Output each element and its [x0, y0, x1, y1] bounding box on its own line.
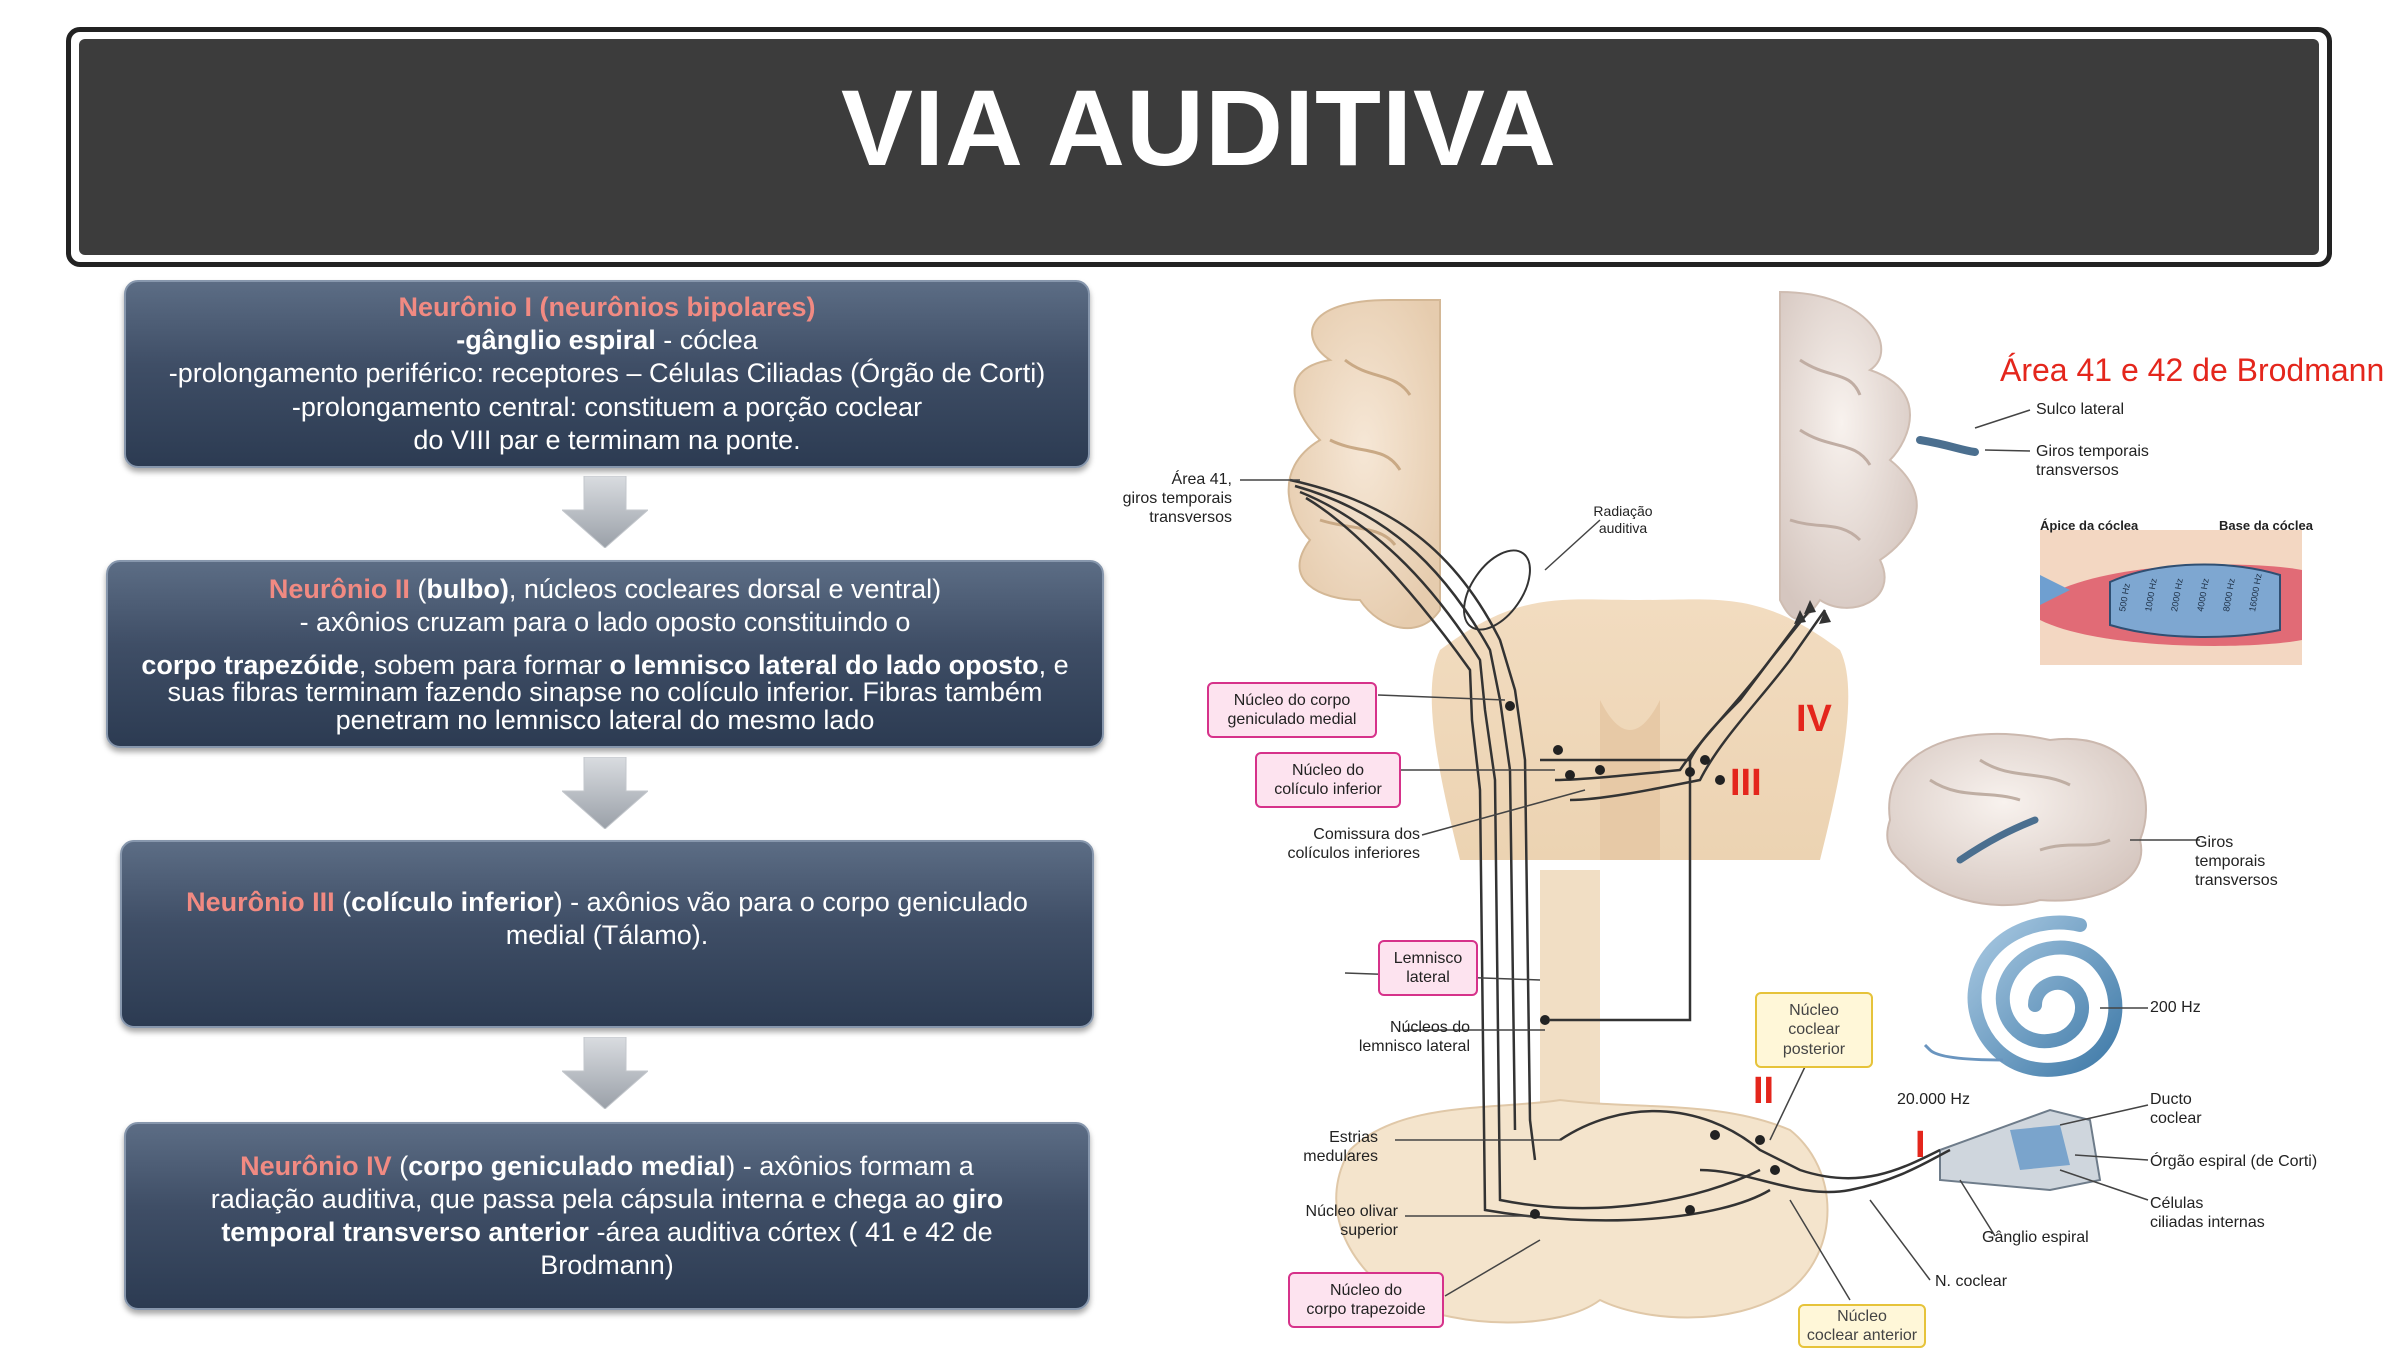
neuron-2-heading-rest: , núcleos cocleares dorsal e ventral) — [508, 574, 942, 605]
cochlea-tick-label: 500 Hz — [2117, 582, 2132, 612]
neuron-3-rest: ) - axônios vão para o corpo geniculado … — [505, 887, 1028, 951]
radiacao-label: Radiação auditiva — [1593, 503, 1653, 536]
cochlea-tick-label: 4000 Hz — [2195, 577, 2211, 612]
hz200-label: 200 Hz — [2150, 999, 2201, 1016]
estrias-label: Estrias medulares — [1303, 1129, 1378, 1166]
title-panel: VIA AUDITIVA — [79, 39, 2319, 255]
page-title: VIA AUDITIVA — [840, 66, 1557, 188]
base-label: Base da cóclea — [2219, 518, 2313, 533]
neuron-4-paren: ( — [391, 1150, 409, 1181]
giros-top-label: Giros temporais transversos — [2036, 443, 2149, 480]
anterior-box: Núcleo coclear anterior — [1798, 1304, 1926, 1348]
roman-I: I — [1915, 1124, 1926, 1166]
ascending-arrows — [1794, 600, 1831, 624]
neuron-2-heading: Neurônio II — [268, 574, 410, 605]
neuron-1-heading: Neurônio I (neurônios bipolares) — [398, 291, 816, 322]
posterior-box: Núcleo coclear posterior — [1755, 992, 1873, 1068]
cochlea-inset — [2040, 530, 2302, 665]
neuron-2-heading-bold: bulbo) — [426, 574, 509, 605]
ganglio-label: Gânglio espiral — [1982, 1229, 2089, 1246]
ducto-label: Ducto coclear — [2150, 1091, 2202, 1128]
neuron-2-paren: ( — [409, 574, 427, 605]
neuron-3-paren: ( — [334, 887, 352, 917]
neuron-4-bold1: corpo geniculado medial — [408, 1150, 727, 1181]
geniculado-box: Núcleo do corpo geniculado medial — [1207, 682, 1377, 738]
neuron-1-box: Neurônio I (neurônios bipolares) -gângli… — [124, 280, 1090, 468]
neuron-4-bold2: giro temporal transverso anterior — [221, 1183, 1004, 1247]
radiation-ring — [1463, 549, 1531, 631]
orgao-label: Órgão espiral (de Corti) — [2150, 1153, 2318, 1170]
neuron-1-line3: -prolongamento central: constituem a por… — [291, 391, 923, 455]
giros-right-label: Giros temporais transversos — [2195, 834, 2278, 890]
neuron-3-box: Neurônio III (colículo inferior) - axôni… — [120, 840, 1094, 1028]
neuron-4-box: Neurônio IV (corpo geniculado medial) - … — [124, 1122, 1090, 1310]
cochlea-tick-label: 8000 Hz — [2221, 577, 2237, 612]
title-banner: VIA AUDITIVA — [66, 27, 2332, 267]
neuron-4-heading: Neurônio IV — [240, 1150, 392, 1181]
neuron-2-box: Neurônio II (bulbo), núcleos cocleares d… — [106, 560, 1104, 748]
apice-label: Ápice da cóclea — [2040, 518, 2139, 533]
neuron-4-rest: -área auditiva córtex ( 41 e 42 de Brodm… — [540, 1217, 993, 1281]
olivar-label: Núcleo olivar superior — [1305, 1203, 1398, 1240]
coronal-brain-right — [1779, 290, 1979, 620]
neuron-4-mid: ) - axônios formam a radiação auditiva, … — [210, 1150, 974, 1214]
nucleos-lemnisco-label: Núcleos do lemnisco lateral — [1358, 1019, 1470, 1056]
neuron-1-line2: -prolongamento periférico: receptores – … — [168, 358, 1046, 389]
cochlea-tick-label: 1000 Hz — [2143, 577, 2159, 612]
brodmann-label: Área 41 e 42 de Brodmann — [2000, 352, 2385, 388]
ncoclear-label: N. coclear — [1935, 1273, 2008, 1290]
cochlea-spiral — [1923, 915, 2123, 1077]
celulas-label: Células ciliadas internas — [2150, 1195, 2265, 1232]
neuron-2-line3-bold2: o lemnisco lateral do lado oposto — [609, 649, 1039, 680]
lemnisco-box: Lemnisco lateral — [1378, 940, 1478, 996]
neuron-2-line2: - axônios cruzam para o lado oposto cons… — [299, 607, 911, 638]
cochlea-tick-label: 16000 Hz — [2247, 572, 2264, 612]
neuron-1-line1: - cóclea — [655, 325, 758, 356]
neuron-3-heading: Neurônio III — [186, 887, 335, 917]
lateral-brain — [1886, 732, 2147, 907]
coronal-brain-left — [1287, 299, 1441, 629]
down-arrow-icon — [562, 476, 648, 548]
neuron-2-line3-mid: , sobem para formar — [358, 649, 610, 680]
cochlea-tick-label: 2000 Hz — [2169, 577, 2185, 612]
sulco-label: Sulco lateral — [2036, 401, 2125, 418]
roman-III: III — [1730, 762, 1762, 804]
coliculo-box: Núcleo do colículo inferior — [1255, 752, 1401, 808]
down-arrow-icon — [562, 757, 648, 829]
neuron-2-line3-rest: , e suas fibras terminam fazendo sinapse… — [167, 649, 1069, 736]
neuron-1-line1-bold: -gânglio espiral — [456, 325, 656, 356]
area41-label: Área 41, giros temporais transversos — [1122, 471, 1232, 527]
inner-ear — [1939, 1108, 2102, 1192]
hz20000-label: 20.000 Hz — [1897, 1091, 1970, 1108]
neuron-3-bold: colículo inferior — [351, 887, 554, 917]
neuron-2-line3-bold1: corpo trapezóide — [141, 649, 359, 680]
roman-II: II — [1753, 1070, 1775, 1112]
down-arrow-icon — [562, 1037, 648, 1109]
trapezoide-box: Núcleo do corpo trapezoide — [1288, 1272, 1444, 1328]
comissura-label: Comissura dos colículos inferiores — [1287, 826, 1421, 863]
roman-IV: IV — [1796, 698, 1832, 740]
